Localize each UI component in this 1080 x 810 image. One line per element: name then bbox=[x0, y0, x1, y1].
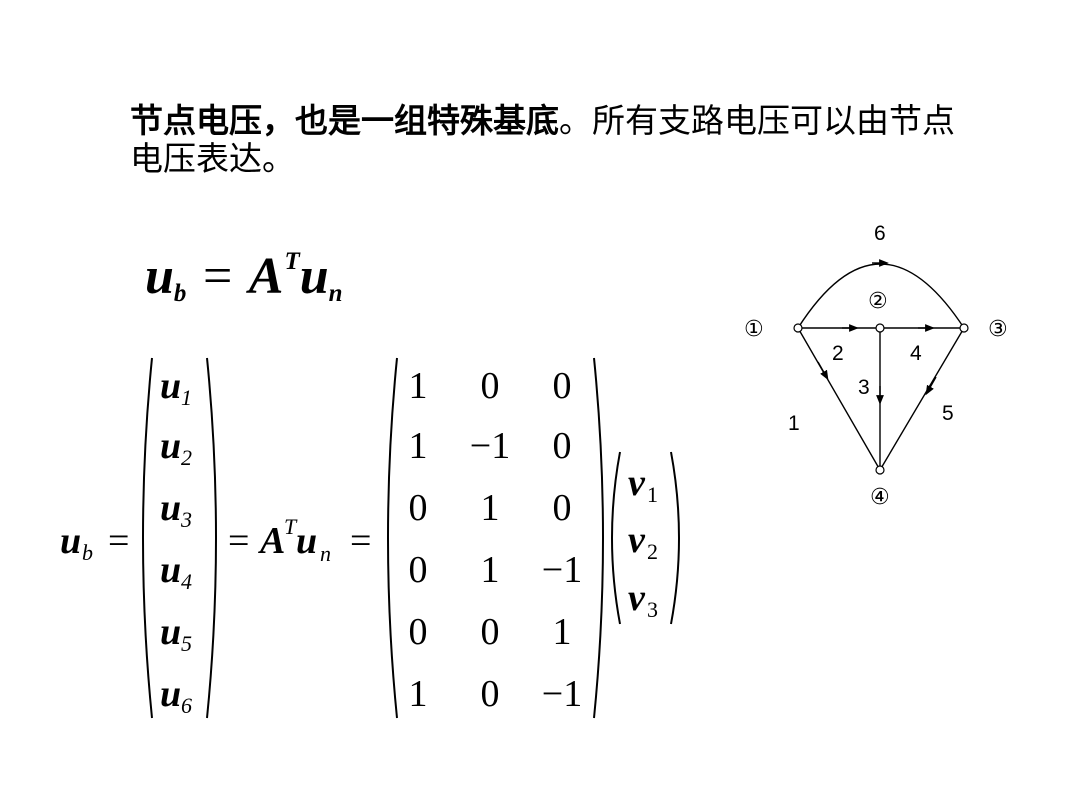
v-left-paren bbox=[611, 451, 621, 625]
at-matrix: 1 0 0 1 −1 0 0 1 0 0 1 −1 0 0 1 1 0 −1 bbox=[409, 365, 583, 715]
ub-entry-var: u bbox=[160, 611, 181, 653]
edge-1-label: 1 bbox=[788, 412, 800, 435]
eq-short-rhs-sub: n bbox=[328, 279, 343, 307]
middle-sup: T bbox=[284, 514, 298, 539]
v-entry-sub: 1 bbox=[647, 482, 658, 507]
node-2-dot bbox=[875, 323, 885, 333]
matrix-cell: 1 bbox=[409, 425, 428, 467]
v-entry-var: v bbox=[628, 577, 646, 619]
middle-var: u bbox=[296, 520, 317, 562]
ub-entry-sub: 1 bbox=[181, 385, 192, 410]
edge-6-label: 6 bbox=[874, 222, 886, 245]
ub-entry-sub: 4 bbox=[181, 569, 192, 594]
ub-entry-var: u bbox=[160, 549, 181, 591]
matrix-cell: 0 bbox=[553, 425, 572, 467]
matrix-cell: 1 bbox=[553, 611, 572, 653]
ub-entry-var: u bbox=[160, 673, 181, 715]
v-entry-sub: 3 bbox=[647, 597, 658, 622]
v-entry-sub: 2 bbox=[647, 539, 658, 564]
edge-1-arrow bbox=[817, 361, 829, 381]
v-entry-var: v bbox=[628, 519, 646, 561]
eq-short-lhs-sub: b bbox=[173, 279, 187, 307]
lhs-sub: b bbox=[82, 540, 93, 565]
matrix-cell: 0 bbox=[553, 365, 572, 407]
edge-5-line bbox=[879, 327, 965, 471]
at-right-paren bbox=[593, 357, 604, 719]
at-left-paren bbox=[387, 357, 398, 719]
node-2-label: ② bbox=[868, 289, 888, 314]
middle-matrix: A bbox=[258, 520, 285, 562]
matrix-cell: 1 bbox=[409, 365, 428, 407]
matrix-cell: 1 bbox=[409, 673, 428, 715]
statement-bold: 节点电压，也是一组特殊基底 bbox=[130, 101, 559, 140]
lhs-equals: = bbox=[108, 520, 129, 562]
v-entry-var: v bbox=[628, 462, 646, 504]
matrix-cell: 0 bbox=[553, 487, 572, 529]
middle-equals-1: = bbox=[228, 520, 249, 562]
eq-short-sup: T bbox=[284, 248, 300, 276]
matrix-cell: 1 bbox=[481, 487, 500, 529]
node-3-label: ③ bbox=[988, 317, 1008, 342]
circuit-graph: ① ② ③ ④ 1 2 3 4 5 6 bbox=[744, 222, 1008, 510]
node-4-label: ④ bbox=[870, 485, 890, 510]
edge-2-label: 2 bbox=[832, 342, 844, 365]
middle-term: = A T u n = bbox=[228, 514, 371, 566]
v-right-paren bbox=[670, 451, 680, 625]
matrix-cell: 0 bbox=[481, 611, 500, 653]
graph-node-dots bbox=[793, 323, 969, 475]
ub-entry-sub: 6 bbox=[181, 693, 192, 718]
eq-short-equals: = bbox=[202, 248, 233, 305]
middle-sub: n bbox=[320, 541, 331, 566]
ub-entry-var: u bbox=[160, 365, 181, 407]
edge-5-label: 5 bbox=[942, 402, 954, 425]
statement-text: 节点电压，也是一组特殊基底。所有支路电压可以由节点电压表达。 bbox=[130, 102, 970, 178]
bracket-group bbox=[142, 357, 680, 719]
edge-5-arrow bbox=[925, 376, 937, 396]
node-1-dot bbox=[793, 323, 803, 333]
edge-3-label: 3 bbox=[858, 376, 870, 399]
eq-short-rhs-var: u bbox=[299, 248, 329, 305]
matrix-cell: 0 bbox=[481, 673, 500, 715]
matrix-cell: −1 bbox=[542, 673, 582, 715]
middle-equals-2: = bbox=[350, 520, 371, 562]
graph-node-labels: ① ② ③ ④ bbox=[744, 289, 1008, 510]
matrix-cell: −1 bbox=[542, 549, 582, 591]
ub-left-paren bbox=[142, 357, 153, 719]
edge-1-line bbox=[797, 327, 881, 471]
ub-entry-sub: 2 bbox=[181, 445, 192, 470]
equation-short: ub = ATun bbox=[145, 246, 343, 308]
ub-entry-var: u bbox=[160, 425, 181, 467]
graph-edges bbox=[797, 259, 965, 471]
node-4-dot bbox=[875, 465, 885, 475]
matrix-cell: 1 bbox=[481, 549, 500, 591]
matrix-cell: 0 bbox=[409, 611, 428, 653]
matrix-cell: 0 bbox=[481, 365, 500, 407]
graph-edge-labels: 1 2 3 4 5 6 bbox=[788, 222, 954, 435]
matrix-cell: 0 bbox=[409, 549, 428, 591]
node-3-dot bbox=[959, 323, 969, 333]
ub-entry-sub: 3 bbox=[180, 507, 192, 532]
node-1-label: ① bbox=[744, 317, 764, 342]
statement-normal: 。所有支路电压可以由节点电压表达。 bbox=[130, 101, 955, 178]
eq-short-matrix: A bbox=[248, 248, 284, 305]
ub-entry-sub: 5 bbox=[181, 631, 192, 656]
ub-lhs: u b = bbox=[60, 520, 129, 565]
ub-entry-var: u bbox=[160, 487, 181, 529]
matrix-cell: 0 bbox=[409, 487, 428, 529]
lhs-var: u bbox=[60, 520, 81, 562]
edge-4-label: 4 bbox=[910, 342, 922, 365]
eq-short-lhs-var: u bbox=[145, 248, 174, 305]
ub-right-paren bbox=[206, 357, 217, 719]
matrix-cell: −1 bbox=[470, 425, 510, 467]
